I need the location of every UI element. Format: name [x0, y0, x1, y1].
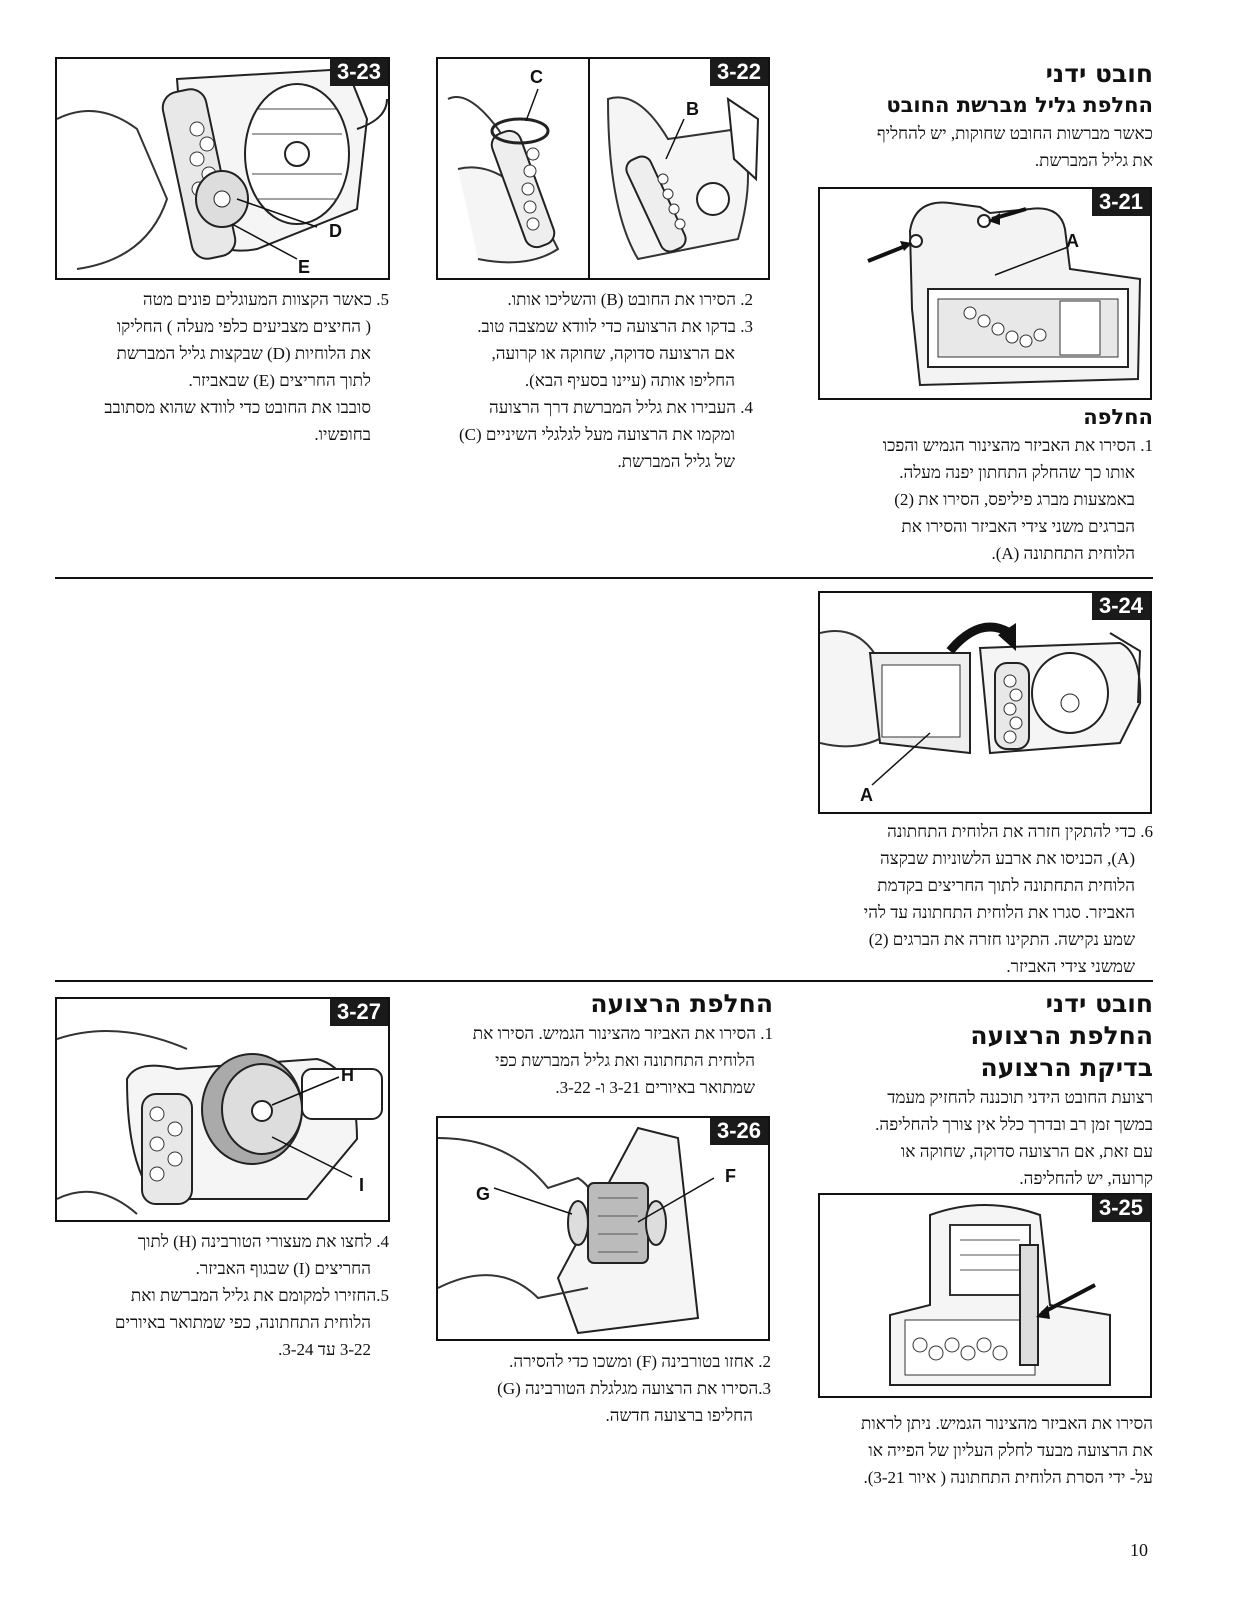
figure-3-26: 3-26 G F: [436, 1116, 770, 1341]
callout-c: C: [530, 67, 543, 87]
figure-3-23: 3-23 D E: [55, 57, 390, 280]
callout-f: F: [725, 1166, 736, 1186]
figure-tag: 3-27: [329, 999, 388, 1026]
belt-check-title-2: החלפת הרצועה: [970, 1021, 1153, 1050]
reinstall-plate-illustration: [820, 622, 1142, 786]
belt-replace-title: החלפת הרצועה: [590, 989, 773, 1018]
callout-g: G: [476, 1184, 491, 1204]
belt-replace-section: החלפת הרצועה 1. הסירו את האביזר מהצינור …: [433, 988, 773, 1101]
figure-tag: 3-26: [709, 1118, 768, 1145]
belt-replace-after: 2. אחזו בטורבינה (F) ומשכו כדי להסירה. 3…: [497, 1352, 771, 1425]
install-brushroll-illustration: [57, 67, 388, 270]
callout-b: B: [686, 99, 699, 119]
figure-tag: 3-25: [1091, 1195, 1150, 1222]
belt-check-after: הסירו את האביזר מהצינור הגמיש. ניתן לראו…: [861, 1414, 1153, 1487]
section-1-text: חובט ידני החלפת גליל מברשת החובט כאשר מב…: [823, 58, 1153, 174]
belt-view-illustration: [889, 1204, 1111, 1386]
callout-h: H: [341, 1065, 354, 1085]
replace-steps: 1. הסירו את האביזר מהצינור הגמיש והפכו א…: [882, 436, 1153, 563]
replace-heading: החלפה: [1083, 405, 1153, 429]
figure-tag: 3-22: [709, 59, 768, 86]
remove-agitator-illustration: [447, 59, 760, 278]
step-6: 6. כדי להתקין חזרה את הלוחית התחתונה (A)…: [863, 822, 1153, 976]
figure-3-21: 3-21 A: [818, 187, 1152, 400]
figure-tag: 3-21: [1091, 189, 1150, 216]
figure-3-24: 3-24 A: [818, 591, 1152, 814]
belt-replace-steps: 1. הסירו את האביזר מהצינור הגמיש. הסירו …: [472, 1024, 773, 1097]
callout-a: A: [1066, 231, 1079, 251]
figure-3-27: 3-27 H I: [55, 997, 390, 1222]
page-number: 10: [1130, 1540, 1148, 1560]
replace-section: החלפה 1. הסירו את האביזר מהצינור הגמיש ו…: [823, 402, 1153, 567]
section-divider: [55, 980, 1153, 982]
section-1-subtitle: החלפת גליל מברשת החובט: [886, 93, 1153, 117]
section-1-intro: כאשר מברשות החובט שחוקות, יש להחליף את ג…: [876, 124, 1153, 170]
callout-d: D: [329, 221, 342, 241]
turbine-removal-illustration: [438, 1126, 715, 1335]
figure-tag: 3-23: [329, 59, 388, 86]
belt-check-intro: רצועת החובט הידני תוכננה להחזיק מעמד במש…: [875, 1088, 1153, 1188]
callout-i: I: [359, 1175, 365, 1195]
belt-check-title-1: חובט ידני: [1045, 989, 1153, 1018]
callout-a: A: [860, 785, 873, 805]
callout-e: E: [298, 257, 311, 277]
belt-check-section: חובט ידני החלפת הרצועה בדיקת הרצועה רצוע…: [813, 988, 1153, 1192]
step-5: 5. כאשר הקצוות המעוגלים פונים מטה ( החיצ…: [104, 290, 389, 444]
nozzle-underside-illustration: [867, 201, 1142, 387]
steps-4-5: 4. לחצו את מעצורי הטורבינה (H) לתוך החרי…: [114, 1232, 389, 1359]
section-divider: [55, 577, 1153, 579]
steps-2-4: 2. הסירו את החובט (B) והשליכו אותו. 3. ב…: [459, 290, 753, 471]
belt-check-title-3: בדיקת הרצועה: [980, 1053, 1153, 1082]
figure-3-22: 3-22 C B: [436, 57, 770, 280]
turbine-install-illustration: [57, 1030, 383, 1215]
section-1-title: חובט ידני: [1045, 59, 1153, 88]
figure-tag: 3-24: [1091, 593, 1150, 620]
figure-3-25: 3-25: [818, 1193, 1152, 1398]
